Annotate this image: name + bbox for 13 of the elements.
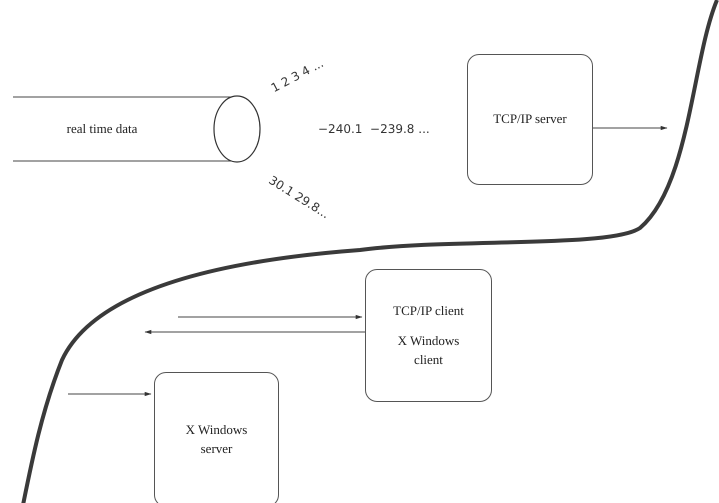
node-label: X Windows server [184,421,248,458]
arrow [178,314,363,320]
process-box [154,372,279,503]
arrow [592,126,668,130]
network-cable [20,0,719,503]
data-values-label: 1 2 3 4 ... [268,56,326,96]
node-label: TCP/IP client [393,302,464,320]
arrow [144,330,366,334]
arrow [68,392,152,396]
node-label: X Windows client [396,332,460,369]
data-values-label: −240.1 −239.8 ... [318,122,430,136]
node-label: real time data [66,120,138,138]
node-label: TCP/IP server [493,110,567,128]
